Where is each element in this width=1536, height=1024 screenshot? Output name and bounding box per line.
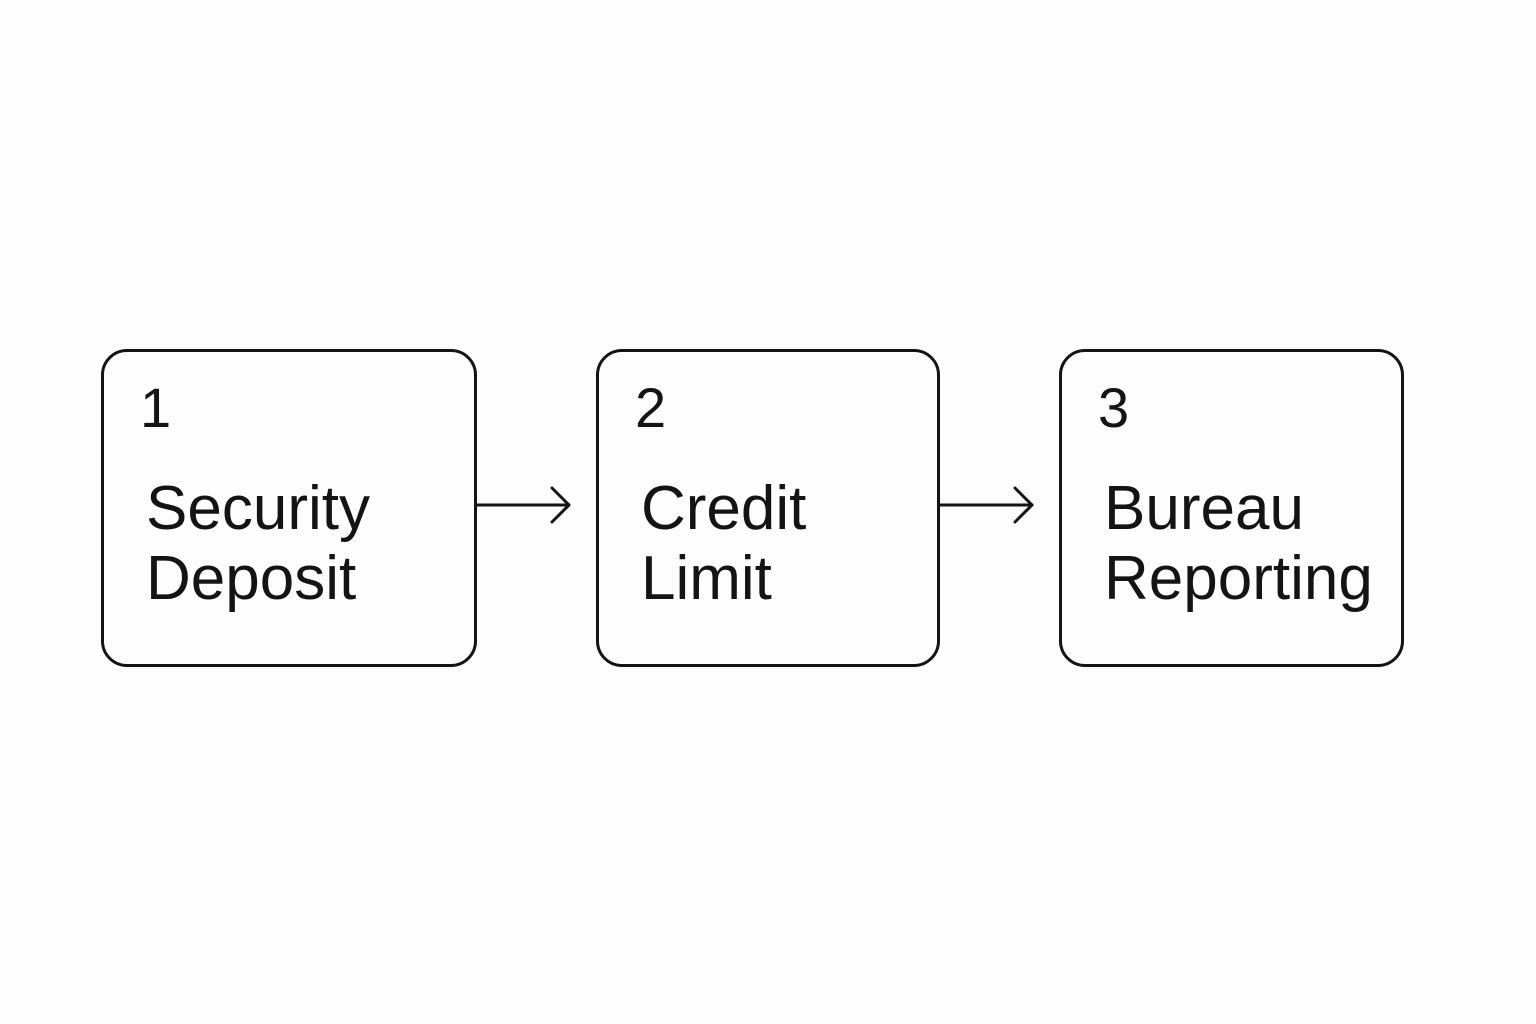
step-label: Credit Limit (641, 474, 806, 614)
step-label-line: Reporting (1104, 544, 1373, 613)
step-box-security-deposit: 1 Security Deposit (101, 349, 477, 667)
step-number: 1 (140, 376, 172, 439)
step-number: 3 (1098, 376, 1130, 439)
step-label-line: Security (146, 474, 370, 543)
step-number: 2 (635, 376, 667, 439)
step-label-line: Limit (641, 544, 772, 613)
arrow-right-icon (475, 486, 571, 524)
step-label-line: Credit (641, 474, 807, 543)
step-label: Bureau Reporting (1104, 474, 1373, 614)
step-label-line: Deposit (146, 544, 357, 613)
step-box-bureau-reporting: 3 Bureau Reporting (1059, 349, 1404, 667)
step-label-line: Bureau (1104, 474, 1304, 543)
step-label: Security Deposit (146, 474, 370, 614)
arrow-right-icon (938, 486, 1034, 524)
step-box-credit-limit: 2 Credit Limit (596, 349, 940, 667)
